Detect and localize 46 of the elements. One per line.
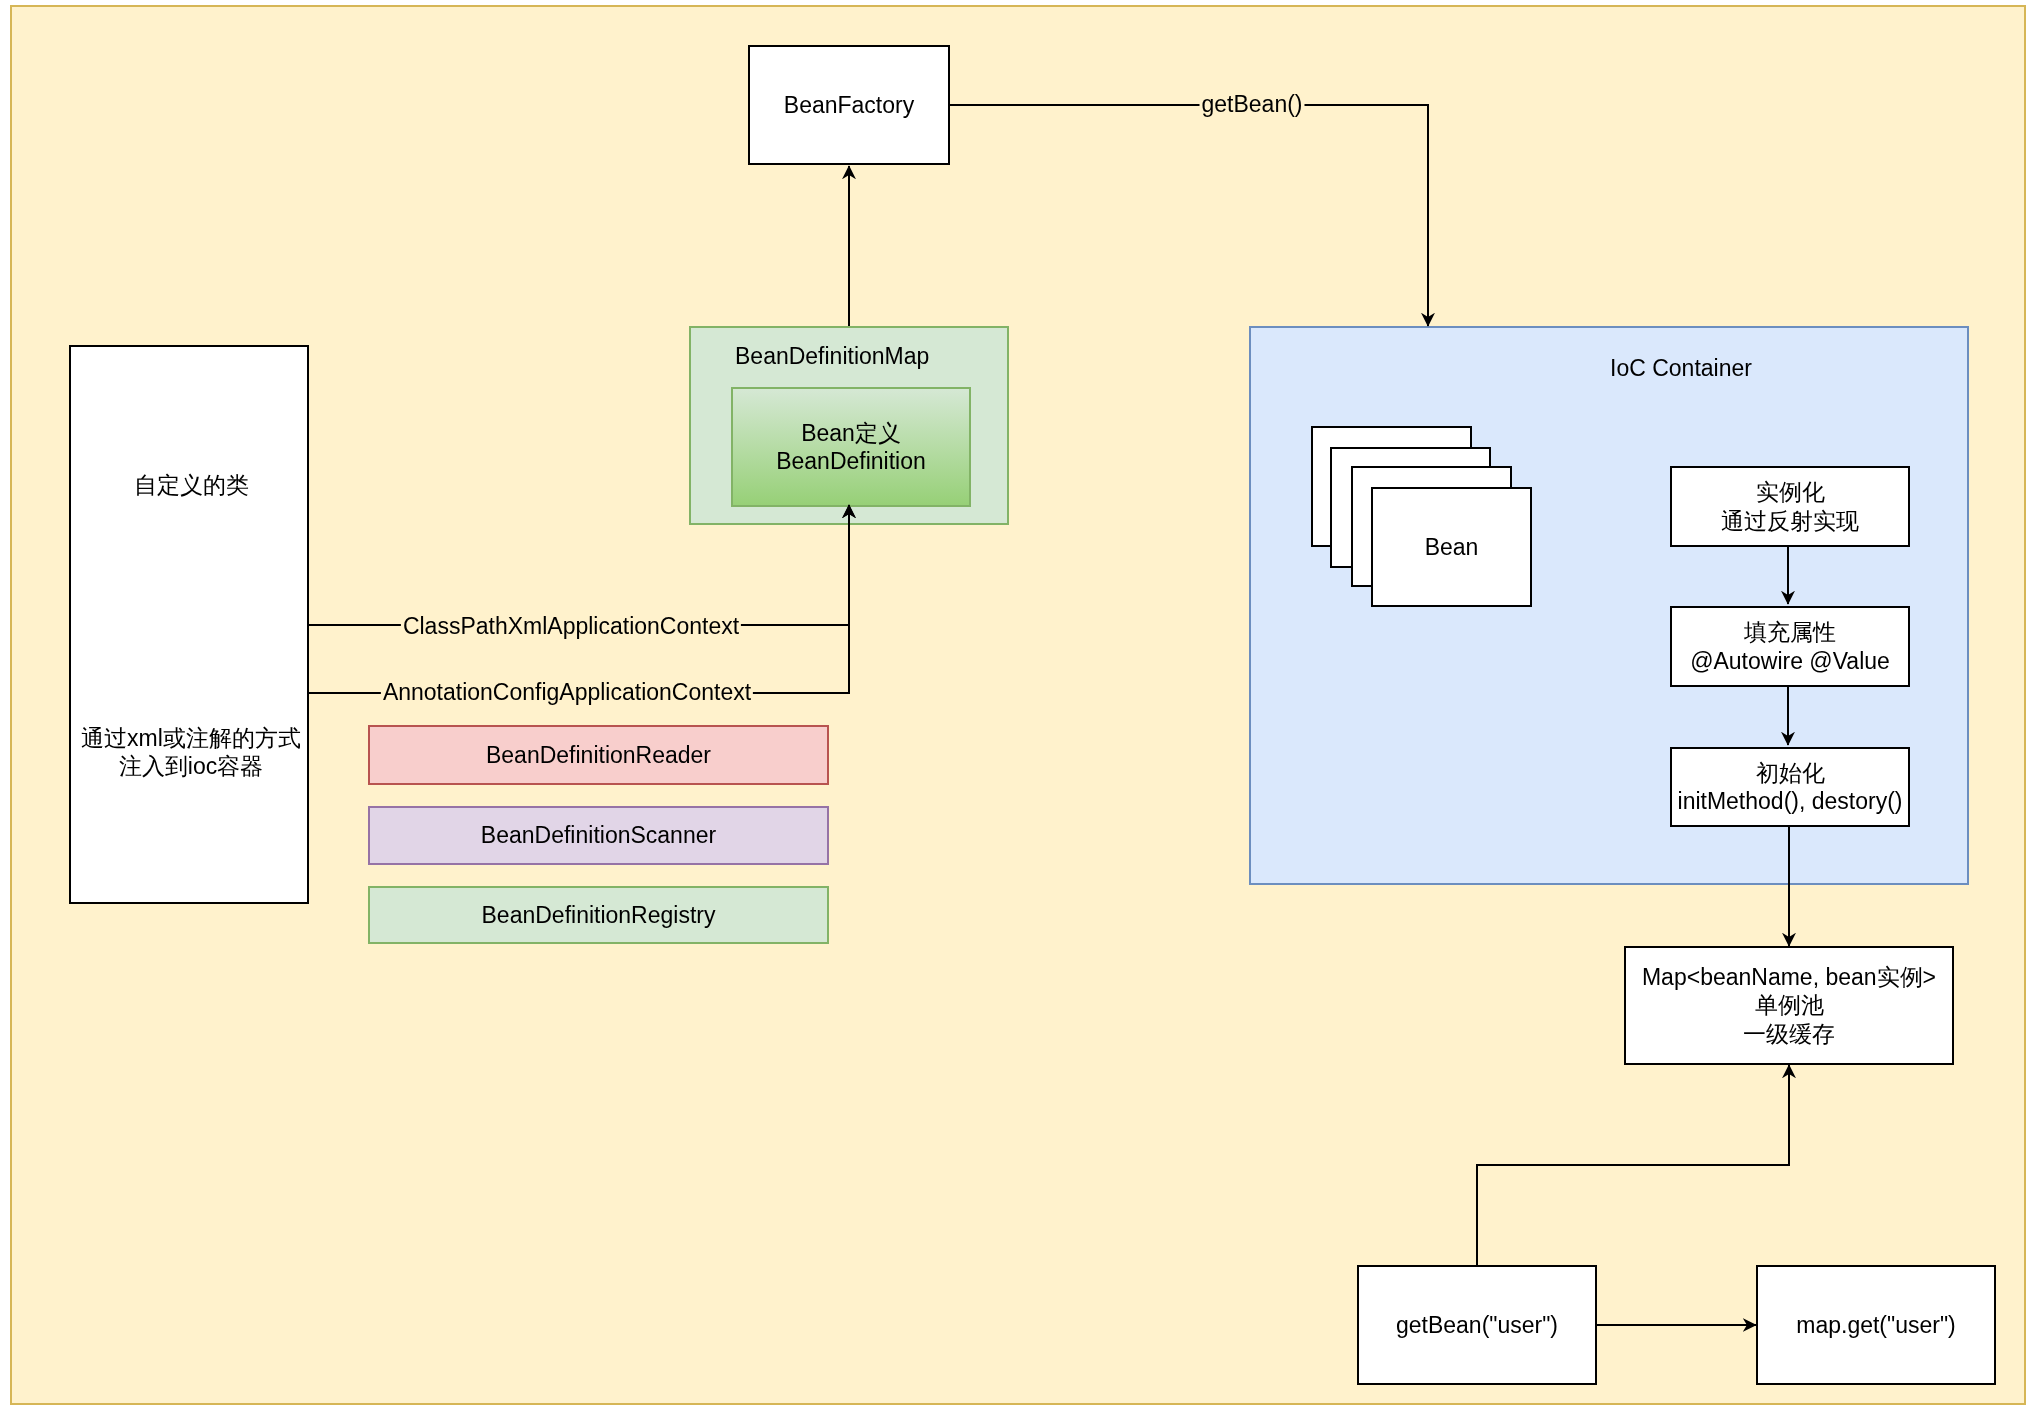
label-text: BeanDefinition xyxy=(776,447,926,476)
label-text: 通过反射实现 xyxy=(1721,506,1859,535)
label-text: initMethod(), destory() xyxy=(1677,787,1903,816)
heading-text: IoC Container xyxy=(1609,354,1753,383)
arrow xyxy=(842,165,856,327)
edge-label: getBean() xyxy=(1199,92,1305,118)
process-box xyxy=(1624,946,1954,1065)
label-text: 初始化 xyxy=(1755,758,1825,787)
label-text: BeanDefinitionReader xyxy=(485,740,711,769)
arrow xyxy=(1781,544,1795,605)
process-box xyxy=(1670,747,1910,827)
label-text: 自定义的类 xyxy=(132,471,250,500)
label-text: 一级缓存 xyxy=(1743,1019,1835,1048)
label-text: getBean("user") xyxy=(1395,1310,1559,1339)
label-text: Map<beanName, bean实例> xyxy=(1641,963,1937,992)
label-text: Bean xyxy=(1424,532,1479,561)
heading-text: BeanDefinitionMap xyxy=(735,342,930,371)
process-box xyxy=(1670,606,1910,687)
process-box xyxy=(1670,466,1910,547)
label-text: @Autowire @Value xyxy=(1690,646,1890,675)
process-box xyxy=(368,886,829,944)
group-box xyxy=(689,326,1009,525)
label-text: BeanFactory xyxy=(783,90,915,119)
process-box xyxy=(368,725,829,785)
edge-label: ClassPathXmlApplicationContext xyxy=(400,614,742,640)
process-box xyxy=(69,345,309,904)
label-text: 单例池 xyxy=(1754,991,1824,1020)
label-text: map.get("user") xyxy=(1796,1310,1956,1339)
arrow xyxy=(1781,684,1795,746)
container-box xyxy=(1249,326,1969,885)
arrow xyxy=(1476,1064,1796,1266)
arrow xyxy=(1782,824,1796,947)
label-text: BeanDefinitionScanner xyxy=(480,821,717,850)
label-text: 填充属性 xyxy=(1744,618,1836,647)
process-box xyxy=(368,806,829,865)
label-text: 通过xml或注解的方式注入到ioc容器 xyxy=(80,724,302,781)
process-box xyxy=(731,387,971,507)
process-box xyxy=(1357,1265,1597,1385)
process-box xyxy=(748,45,950,165)
edge-label: AnnotationConfigApplicationContext xyxy=(380,680,754,706)
label-text: Bean定义 xyxy=(801,418,901,447)
label-text: BeanDefinitionRegistry xyxy=(481,900,716,929)
process-box xyxy=(1756,1265,1996,1385)
stacked-box xyxy=(1311,426,1532,607)
label-text: 实例化 xyxy=(1755,478,1825,507)
arrow xyxy=(1596,1318,1757,1332)
